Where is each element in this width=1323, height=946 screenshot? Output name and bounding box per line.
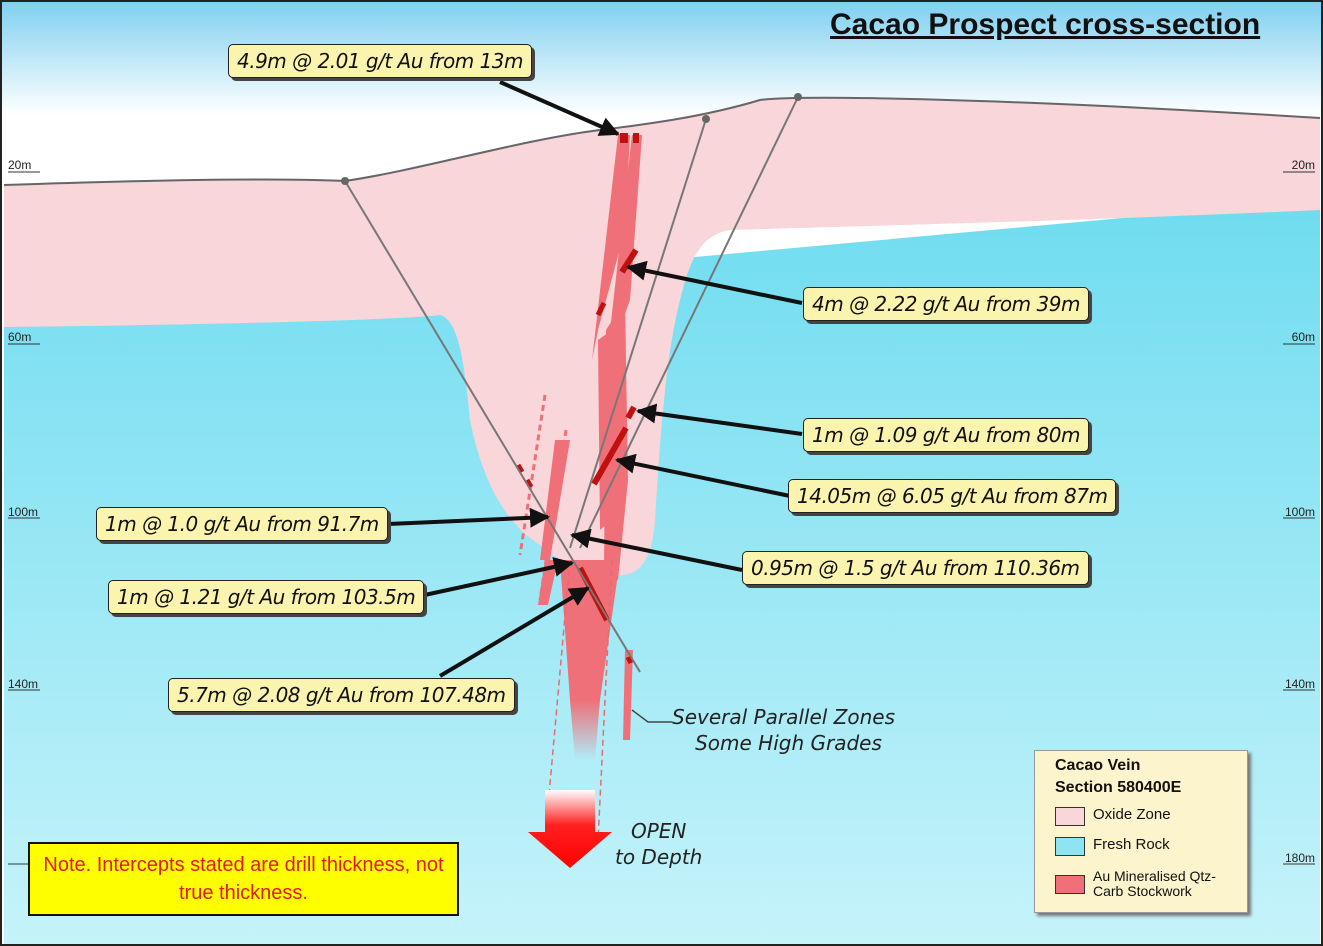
- depth-label-right-100: 100m: [1284, 505, 1315, 519]
- legend-label-fresh-rock: Fresh Rock: [1093, 836, 1170, 853]
- open-line1: OPEN: [630, 819, 687, 843]
- parallel-zones-line2: Some High Grades: [695, 731, 882, 755]
- open-line2: to Depth: [615, 845, 703, 869]
- depth-label-left-20: 20m: [8, 158, 32, 172]
- parallel-zones-leader: [631, 709, 672, 723]
- depth-label-left-140: 140m: [8, 677, 39, 691]
- intercept-callout: 0.95m @ 1.5 g/t Au from 110.36m: [742, 551, 1089, 585]
- intercept-callout: 5.7m @ 2.08 g/t Au from 107.48m: [168, 678, 515, 712]
- parallel-zones-line1: Several Parallel Zones: [672, 705, 895, 729]
- callout-arrows: [387, 80, 803, 678]
- fresh-rock-zone: [4, 200, 1320, 944]
- intercept-callout: 1m @ 1.0 g/t Au from 91.7m: [96, 507, 388, 541]
- depth-label-left-60: 60m: [8, 330, 32, 344]
- intercept-callout: 14.05m @ 6.05 g/t Au from 87m: [788, 479, 1117, 513]
- legend-subtitle: Section 580400E: [1055, 779, 1182, 796]
- oxide-zone: [4, 97, 1320, 576]
- depth-ticks: [8, 171, 1315, 865]
- depth-label-left-100: 100m: [8, 505, 39, 519]
- depth-label-right-20: 20m: [1291, 158, 1315, 172]
- open-to-depth-annotation: OPEN to Depth: [615, 818, 702, 870]
- depth-label-right-140: 140m: [1284, 677, 1315, 691]
- legend-swatch-stockwork: [1055, 875, 1085, 894]
- open-depth-arrow: [528, 790, 612, 868]
- legend-label-oxide: Oxide Zone: [1093, 806, 1171, 823]
- legend-swatch-oxide: [1055, 807, 1085, 826]
- depth-label-right-60: 60m: [1291, 330, 1315, 344]
- depth-label-right-180: 180m: [1284, 851, 1315, 865]
- legend-swatch-fresh-rock: [1055, 837, 1085, 856]
- diagram-title: Cacao Prospect cross-section: [830, 8, 1261, 41]
- intercept-callout: 4m @ 2.22 g/t Au from 39m: [803, 287, 1089, 321]
- parallel-zones-annotation: Several Parallel Zones Some High Grades: [672, 704, 895, 756]
- disclaimer-note: Note. Intercepts stated are drill thickn…: [28, 842, 459, 916]
- intercept-callout: 1m @ 1.21 g/t Au from 103.5m: [108, 580, 425, 614]
- legend-label-stockwork: Au Mineralised Qtz-Carb Stockwork: [1093, 868, 1216, 899]
- legend-box: Cacao Vein Section 580400E Oxide Zone Fr…: [1034, 750, 1248, 913]
- legend-title: Cacao Vein: [1055, 757, 1141, 774]
- intercept-callout: 4.9m @ 2.01 g/t Au from 13m: [228, 44, 533, 78]
- intercept-callout: 1m @ 1.09 g/t Au from 80m: [803, 418, 1089, 452]
